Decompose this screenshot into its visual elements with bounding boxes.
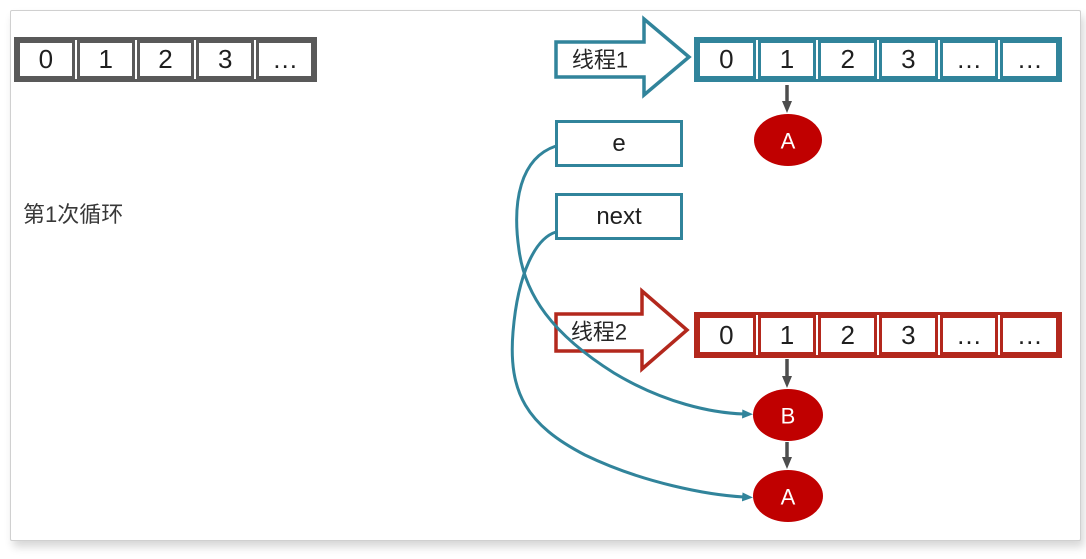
array-cell: … [1000,315,1060,355]
node-a-thread2-label: A [781,485,796,510]
pointer-next-curve [510,230,753,502]
array-cell: 1 [76,40,135,79]
thread2-array: 0 1 2 3 … … [694,312,1062,358]
initial-array: 0 1 2 3 … [14,37,317,82]
pointer-e-label: e [612,129,626,157]
pointer-e-box: e [555,120,683,167]
array-cell: 2 [818,40,878,79]
array-cell: 3 [196,40,255,79]
thread1-block-arrow [554,15,692,99]
array-cell: 2 [818,315,878,355]
iteration-label: 第1次循环 [23,202,124,227]
array-cell: 1 [757,315,817,355]
thread1-array: 0 1 2 3 … … [694,37,1062,82]
array-cell: 0 [697,315,756,355]
node-b-label: B [781,404,796,429]
node-a-thread2 [753,470,823,522]
array-cell: 0 [17,40,75,79]
thread1-label: 线程1 [572,48,628,73]
pointer-e-curve [515,144,753,419]
array-cell: … [939,40,999,79]
figure-card [10,10,1081,541]
node-a-thread1 [754,114,822,166]
node-b [753,389,823,441]
thread2-block-arrow [554,287,690,373]
array-cell: … [939,315,999,355]
array-cell: 3 [879,315,938,355]
array-cell: 1 [757,40,817,79]
pointer-next-box: next [555,193,683,240]
array-cell: … [256,40,314,79]
array-cell: 3 [879,40,938,79]
array-cell: 2 [136,40,195,79]
node-a-thread1-label: A [781,129,796,154]
array-cell: … [1000,40,1060,79]
thread2-label: 线程2 [571,320,627,345]
pointer-next-label: next [596,202,642,230]
array-cell: 0 [697,40,756,79]
